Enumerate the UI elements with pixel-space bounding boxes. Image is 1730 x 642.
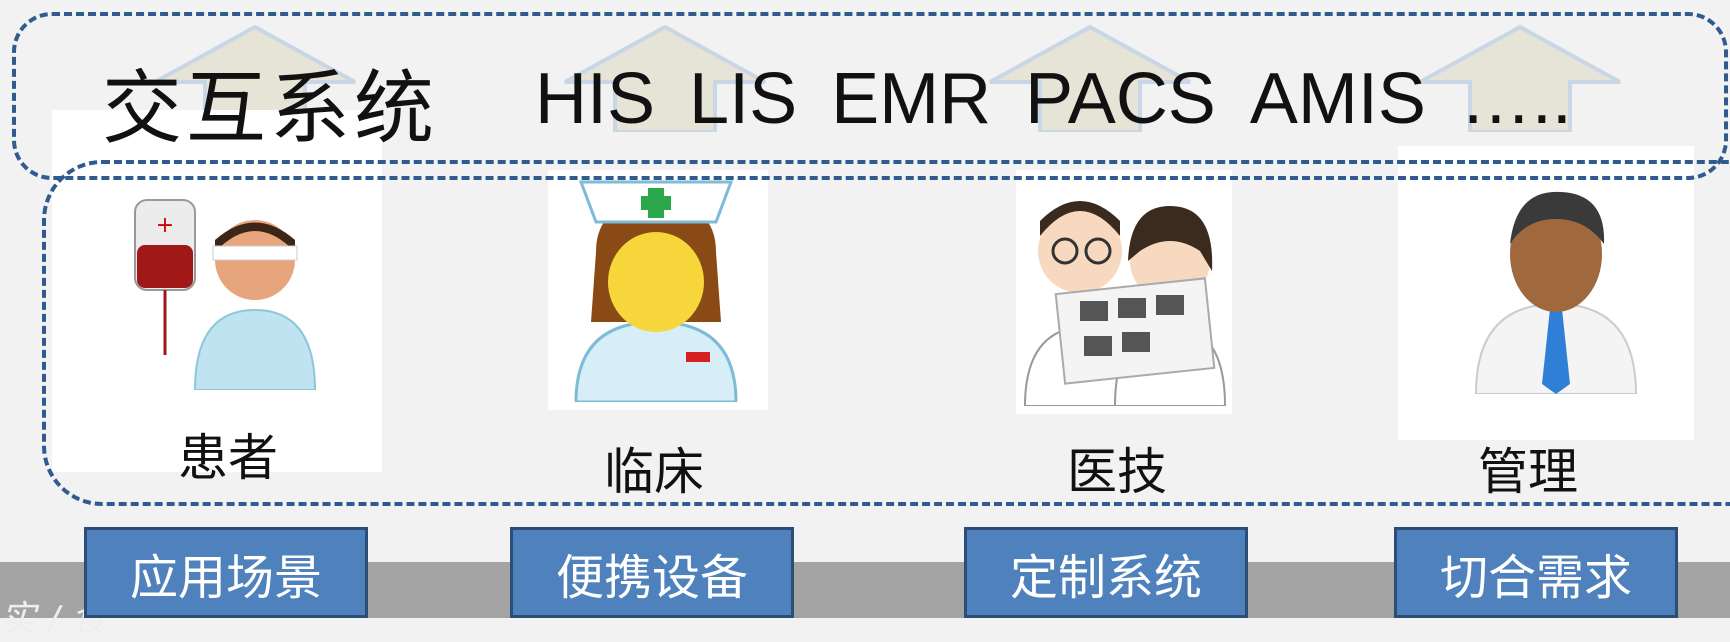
system-more: ….. [1459, 59, 1572, 139]
role-label-manager: 管理 [1478, 443, 1578, 501]
up-arrow-icon [1419, 24, 1621, 132]
system-amis: AMIS [1249, 59, 1426, 139]
up-arrow-icon [564, 24, 766, 132]
system-pacs: PACS [1025, 59, 1216, 139]
button-meet-needs[interactable]: 切合需求 [1394, 527, 1678, 618]
svg-text:+: + [156, 213, 174, 238]
patient-card [52, 110, 382, 472]
system-his: HIS [535, 59, 656, 139]
system-list: HIS LIS EMR PACS AMIS ….. [535, 58, 1606, 140]
button-portable-device[interactable]: 便携设备 [510, 527, 794, 618]
button-custom-system[interactable]: 定制系统 [964, 527, 1248, 618]
nurse-icon [574, 180, 738, 402]
role-label-clinical: 临床 [604, 443, 704, 501]
up-arrow-icon [154, 24, 356, 132]
manager-icon [1474, 191, 1638, 394]
interaction-systems-box [12, 12, 1728, 180]
button-application-scenario[interactable]: 应用场景 [84, 527, 368, 618]
patient-icon: + [134, 199, 317, 390]
system-emr: EMR [831, 59, 992, 139]
role-label-patient: 患者 [178, 429, 278, 487]
page-title: 交互系统 [102, 62, 438, 155]
technicians-icon [1023, 201, 1227, 406]
role-label-technician: 医技 [1067, 443, 1167, 501]
system-lis: LIS [689, 59, 798, 139]
roles-box [42, 160, 1730, 506]
up-arrow-icon [989, 24, 1191, 132]
